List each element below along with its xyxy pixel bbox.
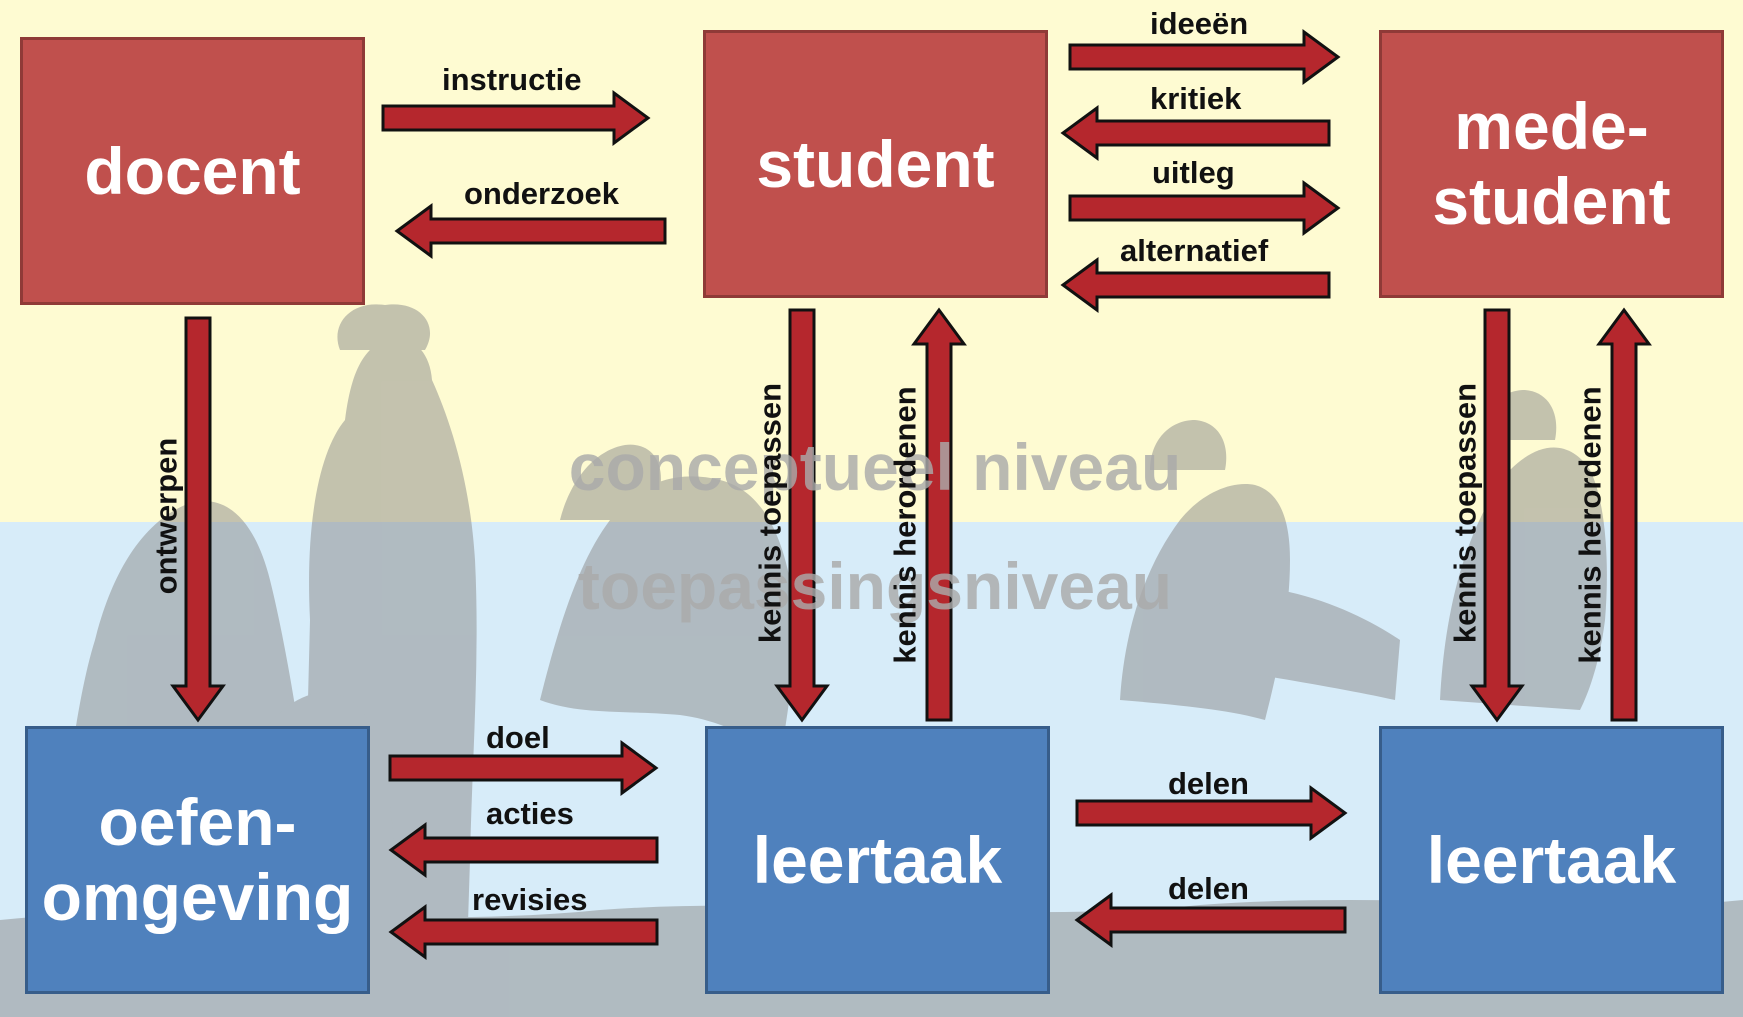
arrow-kritiek <box>1060 105 1331 161</box>
application-level-label: toepassingsniveau <box>577 549 1173 623</box>
node-oefenomgeving-line1: oefen- <box>98 785 297 860</box>
label-uitleg: uitleg <box>1152 155 1235 190</box>
label-kennis-toepassen-right: kennis toepassen <box>1447 382 1483 644</box>
label-kennis-toepassen-left: kennis toepassen <box>752 382 788 644</box>
node-medestudent: mede- student <box>1379 30 1724 298</box>
label-onderzoek: onderzoek <box>464 176 620 211</box>
node-student-label: student <box>756 126 995 201</box>
label-delen-bottom: delen <box>1168 871 1249 906</box>
node-medestudent-line1: mede- <box>1454 89 1649 164</box>
label-kennis-herordenen-right: kennis herordenen <box>1572 386 1608 664</box>
node-oefenomgeving-line2: omgeving <box>41 860 354 934</box>
node-docent-label: docent <box>84 133 301 208</box>
label-acties: acties <box>486 796 574 831</box>
node-leertaak-right-label: leertaak <box>1426 822 1677 897</box>
arrow-revisies <box>388 904 659 960</box>
arrow-uitleg <box>1068 180 1341 236</box>
label-revisies: revisies <box>472 882 588 917</box>
arrow-kennis-toepassen-left <box>774 308 830 723</box>
label-kennis-herordenen-left: kennis herordenen <box>887 386 923 664</box>
arrow-alternatief <box>1060 257 1331 313</box>
arrow-delen-bottom <box>1074 892 1347 948</box>
arrow-kennis-toepassen-right <box>1469 308 1525 723</box>
label-delen-top: delen <box>1168 766 1249 801</box>
node-leertaak-right: leertaak <box>1379 726 1724 994</box>
node-leertaak-left-label: leertaak <box>752 822 1003 897</box>
node-student: student <box>703 30 1048 298</box>
label-kritiek: kritiek <box>1150 81 1242 116</box>
arrow-acties <box>388 822 659 878</box>
label-ideeen: ideeën <box>1150 6 1249 41</box>
arrow-instructie <box>381 90 651 146</box>
node-docent: docent <box>20 37 365 305</box>
label-alternatief: alternatief <box>1120 233 1269 268</box>
node-leertaak-left: leertaak <box>705 726 1050 994</box>
arrow-delen-top <box>1075 785 1348 841</box>
arrow-kennis-herordenen-left <box>911 307 967 722</box>
arrow-doel <box>388 740 659 796</box>
arrow-ideeen <box>1068 29 1341 85</box>
arrow-kennis-herordenen-right <box>1596 307 1652 722</box>
label-doel: doel <box>486 720 550 755</box>
arrow-ontwerpen <box>170 316 226 723</box>
label-ontwerpen: ontwerpen <box>148 437 184 595</box>
arrow-onderzoek <box>394 203 667 259</box>
node-oefenomgeving: oefen- omgeving <box>25 726 370 994</box>
node-medestudent-line2: student <box>1432 164 1671 238</box>
label-instructie: instructie <box>442 62 582 97</box>
conceptual-level-label: conceptueel niveau <box>568 430 1182 504</box>
